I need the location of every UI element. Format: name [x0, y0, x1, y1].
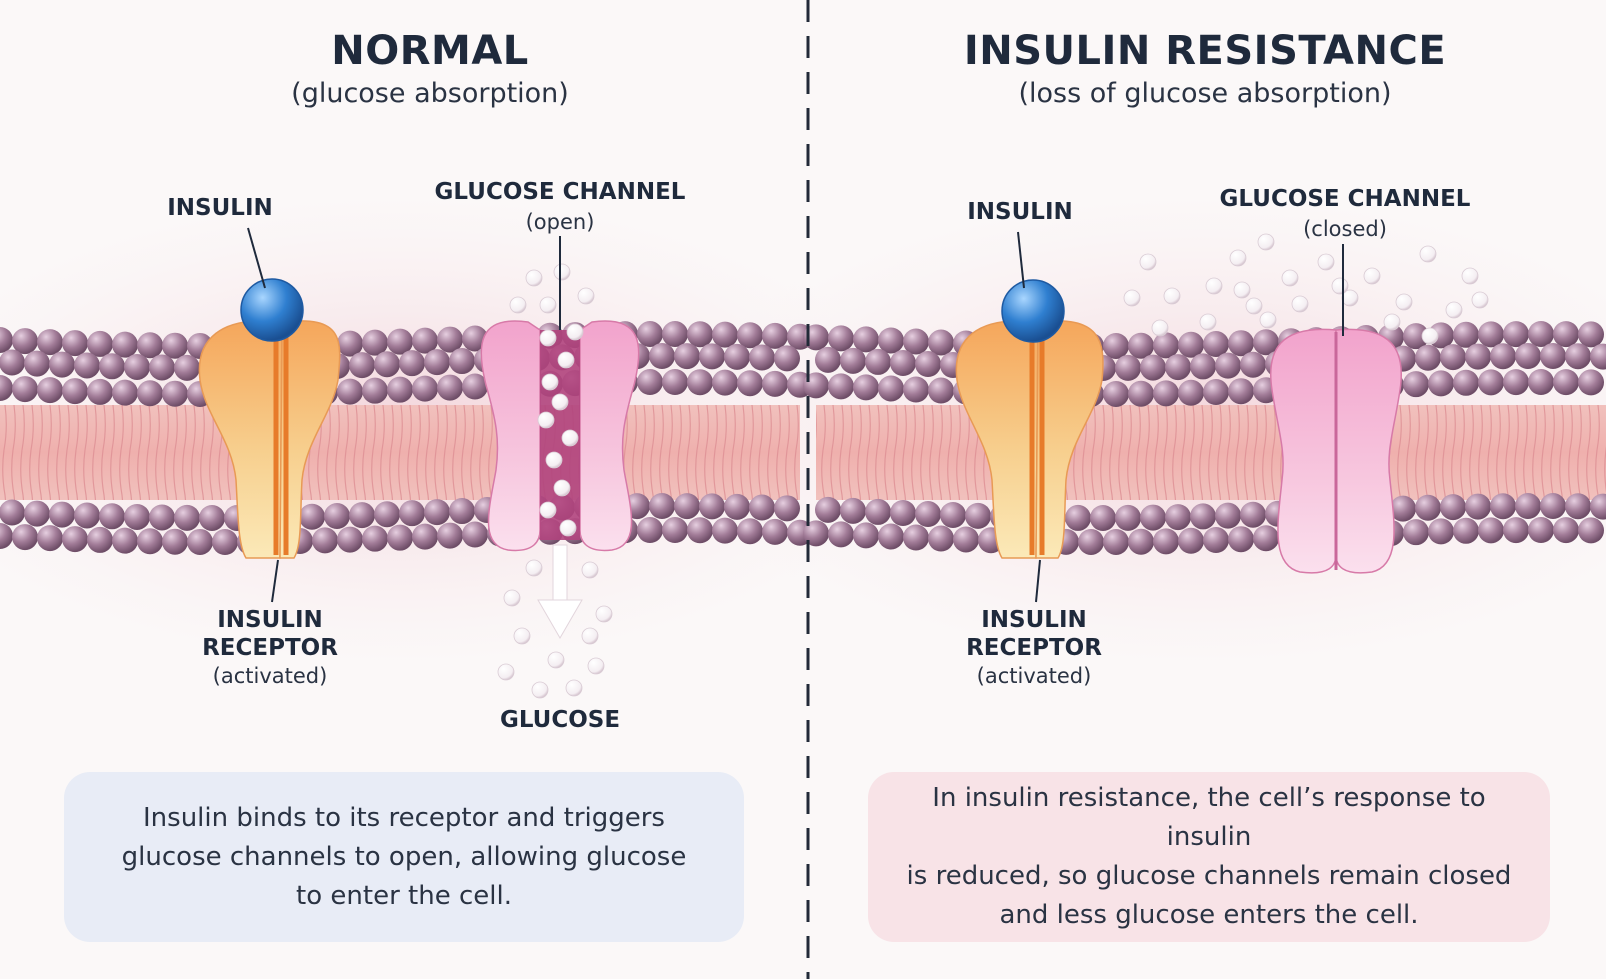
insulin-label-normal: INSULIN: [167, 195, 273, 221]
glucose-molecule: [1163, 287, 1181, 305]
glucose-molecule: [559, 519, 577, 537]
glucose-molecule: [1383, 313, 1401, 331]
glucose-molecule: [1199, 313, 1217, 331]
normal-caption-box: Insulin binds to its receptor and trigge…: [64, 772, 744, 942]
resistance-panel-subtitle: (loss of glucose absorption): [1018, 78, 1392, 109]
glucose-molecule: [1245, 297, 1263, 315]
resistance-panel-title: INSULIN RESISTANCE: [963, 28, 1447, 74]
glucose-label: GLUCOSE: [499, 707, 621, 733]
insulin-molecule-normal: [240, 278, 304, 342]
lipid-bilayer-resistance: [803, 321, 1606, 555]
glucose-molecule: [1471, 291, 1489, 309]
glucose-molecule: [1395, 293, 1413, 311]
glucose-molecule: [1317, 253, 1335, 271]
normal-caption-line-2: glucose channels to open, allowing gluco…: [121, 841, 687, 872]
insulin-label-resistance: INSULIN: [967, 199, 1073, 225]
normal-panel-title: NORMAL: [331, 28, 529, 74]
glucose-molecule: [581, 627, 599, 645]
glucose-molecule: [1461, 267, 1479, 285]
glucose-molecule: [545, 451, 563, 469]
glucose-molecules-normal: [497, 263, 613, 699]
glucose-molecule: [561, 429, 579, 447]
resistance-caption-box: In insulin resistance, the cell’s respon…: [868, 772, 1550, 942]
glucose-molecule: [539, 329, 557, 347]
glucose-molecule: [1419, 245, 1437, 263]
glucose-molecule: [539, 501, 557, 519]
glucose-molecule: [539, 296, 557, 314]
glucose-channel-label-resistance: GLUCOSE CHANNEL: [1219, 186, 1471, 212]
receptor-label-line2-normal: RECEPTOR: [202, 635, 338, 661]
glucose-molecule: [1233, 281, 1251, 299]
glucose-molecule: [537, 411, 555, 429]
glucose-molecule: [577, 287, 595, 305]
insulin-leader-line-normal: [247, 227, 266, 289]
glucose-molecule: [531, 681, 549, 699]
glucose-molecule: [1363, 267, 1381, 285]
glucose-molecule: [1139, 253, 1157, 271]
receptor-state-resistance: (activated): [976, 664, 1092, 688]
normal-caption-line-3: to enter the cell.: [296, 880, 512, 911]
receptor-label-line1-normal: INSULIN: [217, 607, 323, 633]
glucose-molecule: [547, 651, 565, 669]
glucose-channel-closed: [1270, 328, 1402, 574]
glucose-molecule: [595, 605, 613, 623]
resistance-caption-line-1: In insulin resistance, the cell’s respon…: [932, 783, 1486, 852]
glucose-molecule: [525, 559, 543, 577]
glucose-molecule: [513, 627, 531, 645]
receptor-label-line1-resistance: INSULIN: [981, 607, 1087, 633]
glucose-molecule: [551, 393, 569, 411]
glucose-molecule: [497, 663, 515, 681]
glucose-molecule: [565, 679, 583, 697]
glucose-molecule: [581, 561, 599, 579]
receptor-leader-line-normal: [271, 559, 279, 603]
glucose-molecule: [1229, 249, 1247, 267]
resistance-caption-line-2: is reduced, so glucose channels remain c…: [906, 861, 1512, 891]
glucose-molecule: [1291, 295, 1309, 313]
receptor-state-normal: (activated): [212, 664, 328, 688]
glucose-channel-state-normal: (open): [525, 210, 595, 234]
glucose-molecule: [1331, 277, 1349, 295]
glucose-molecule: [503, 589, 521, 607]
receptor-leader-line-resistance: [1035, 559, 1041, 603]
glucose-molecule: [1259, 311, 1277, 329]
glucose-molecule: [1421, 327, 1439, 345]
glucose-channel-state-resistance: (closed): [1303, 217, 1387, 241]
glucose-channel-label-normal: GLUCOSE CHANNEL: [434, 179, 686, 205]
insulin-receptor-normal: [198, 320, 341, 559]
resistance-caption-line-3: and less glucose enters the cell.: [999, 900, 1419, 930]
glucose-molecule: [1281, 269, 1299, 287]
insulin-molecule-resistance: [1001, 279, 1065, 343]
glucose-molecule: [587, 657, 605, 675]
glucose-molecule: [553, 263, 571, 281]
glucose-molecule: [553, 479, 571, 497]
glucose-molecule: [541, 373, 559, 391]
insulin-receptor-resistance: [955, 320, 1104, 559]
glucose-molecule: [557, 351, 575, 369]
glucose-molecule: [566, 323, 584, 341]
glucose-molecule: [509, 296, 527, 314]
glucose-molecules-resistance: [1123, 233, 1489, 345]
glucose-molecule: [525, 269, 543, 287]
normal-panel-subtitle: (glucose absorption): [291, 78, 569, 109]
insulin-leader-line-resistance: [1017, 231, 1025, 289]
normal-caption-line-1: Insulin binds to its receptor and trigge…: [143, 802, 665, 833]
glucose-molecule: [1123, 289, 1141, 307]
glucose-molecule: [1445, 301, 1463, 319]
glucose-molecule: [1257, 233, 1275, 251]
glucose-flow-arrow: [537, 544, 583, 639]
glucose-molecule: [1151, 319, 1169, 337]
glucose-molecule: [1205, 277, 1223, 295]
receptor-label-line2-resistance: RECEPTOR: [966, 635, 1102, 661]
